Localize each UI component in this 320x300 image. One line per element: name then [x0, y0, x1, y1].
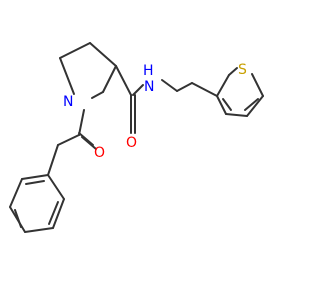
thiophene-sulfur-label: S — [238, 62, 247, 78]
phenylacetyl-group — [47, 109, 97, 176]
molecule-structure: N N H O O S — [9, 42, 264, 233]
amide-oxygen-label: O — [126, 135, 137, 151]
thiophene-ring — [216, 67, 264, 117]
amide-hydrogen-label: H — [143, 63, 154, 79]
carboxamide-chain — [115, 65, 218, 134]
pyrrolidine-ring — [59, 42, 117, 99]
amide-nitrogen-label: N — [144, 79, 154, 95]
ring-nitrogen-label: N — [63, 94, 73, 110]
benzene-ring — [9, 174, 65, 233]
acyl-oxygen-label: O — [94, 145, 105, 161]
